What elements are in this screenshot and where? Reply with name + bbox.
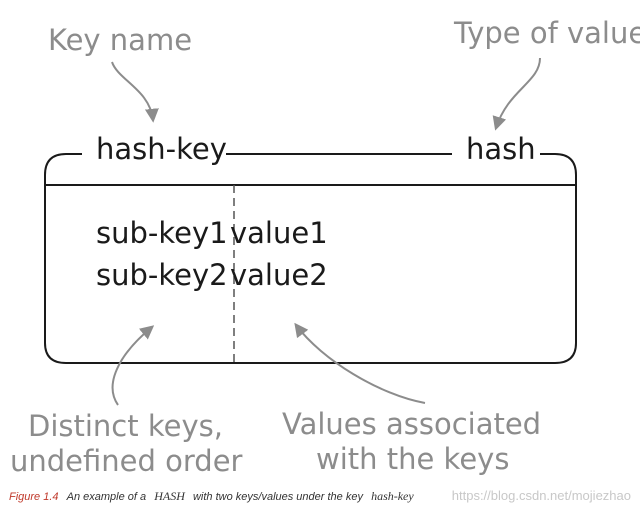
hash-type-label: hash (466, 132, 536, 166)
distinct-keys-label-line1: Distinct keys, (28, 409, 223, 443)
row-1-value: value1 (230, 216, 328, 250)
values-arrow (294, 322, 426, 404)
distinct-keys-label-line2: undefined order (10, 444, 243, 478)
caption-hash-word: HASH (153, 489, 186, 503)
row-2-subkey: sub-key2 (96, 258, 228, 292)
caption-key-word: hash-key (371, 489, 414, 503)
row-1-subkey: sub-key1 (96, 216, 228, 250)
figure-caption: Figure 1.4 An example of a HASH with two… (9, 485, 414, 504)
values-assoc-label-line2: with the keys (316, 442, 509, 476)
watermark-url: https://blog.csdn.net/mojiezhao (452, 488, 631, 503)
type-arrow (492, 57, 541, 131)
values-assoc-label-line1: Values associated (282, 407, 541, 441)
caption-part1: An example of a (66, 491, 147, 503)
caption-part2: with two keys/values under the key (193, 491, 364, 503)
key-name-arrow (111, 61, 159, 123)
row-2-value: value2 (230, 258, 328, 292)
type-of-value-label: Type of value (453, 16, 640, 50)
caption-figure-number: Figure 1.4 (9, 491, 59, 503)
key-name-label: Key name (48, 23, 192, 57)
hash-box-outline (44, 153, 577, 364)
distinct-keys-arrow (111, 325, 155, 406)
hash-key-label: hash-key (96, 132, 227, 166)
